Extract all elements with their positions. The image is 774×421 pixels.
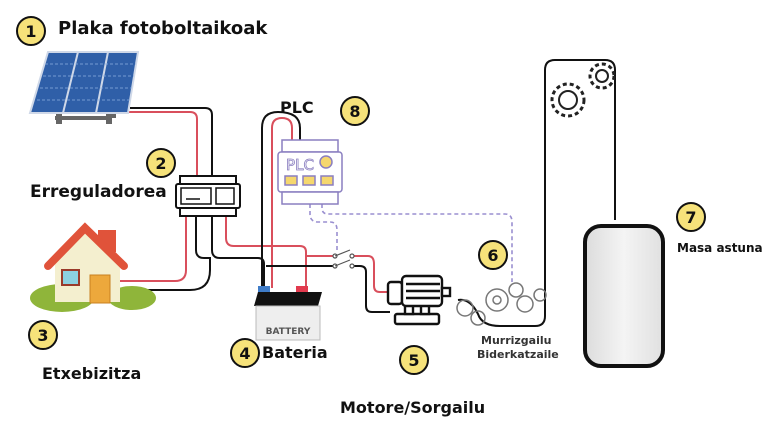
wire-controller-to-house-neg — [118, 215, 211, 291]
signal-wire-plc-to-switch — [309, 204, 338, 252]
label-charge-controller: Erreguladorea — [30, 182, 167, 202]
house-icon — [30, 222, 156, 312]
positive-wires — [118, 111, 390, 293]
label-solar-panels: Plaka fotoboltaikoak — [58, 18, 268, 39]
label-motor-generator: Motore/Sorgailu — [340, 398, 486, 417]
plc-device-text: PLC — [286, 156, 314, 174]
weight-icon — [583, 224, 665, 368]
badge-7: 7 — [676, 202, 706, 232]
wire-controller-to-house-pos — [118, 215, 187, 282]
wire-controller-to-battery-neg — [211, 215, 265, 288]
plc-icon: PLC — [277, 139, 343, 205]
badge-3: 3 — [28, 320, 58, 350]
label-house: Etxebizitza — [42, 364, 142, 383]
label-plc: PLC — [280, 98, 314, 117]
wire-switch-to-motor-pos — [306, 255, 390, 293]
negative-wires — [118, 107, 390, 313]
badge-8: 8 — [340, 96, 370, 126]
charge-controller-icon — [175, 175, 241, 217]
label-reducer-line2: Biderkatzaile — [477, 348, 559, 361]
wire-panel-to-controller-neg — [130, 107, 213, 178]
wire-battery-to-plc-neg — [261, 110, 301, 288]
switch-icon — [332, 249, 355, 269]
wire-battery-to-plc-pos — [271, 116, 293, 288]
wire-switch-to-motor-neg — [266, 265, 390, 313]
label-heavy-mass: Masa astuna — [677, 241, 763, 255]
battery-text: BATTERY — [266, 327, 311, 337]
signal-wire-plc-to-gears — [321, 204, 513, 282]
wire-controller-to-battery-pos — [225, 215, 307, 288]
badge-4: 4 — [230, 338, 260, 368]
badge-5: 5 — [399, 345, 429, 375]
badge-1: 1 — [16, 16, 46, 46]
motor-icon — [386, 274, 452, 326]
battery-icon: BATTERY — [254, 286, 322, 341]
gears-icon — [456, 59, 616, 327]
label-battery: Bateria — [262, 343, 328, 362]
wire-panel-to-controller-pos — [122, 111, 198, 178]
signal-wires — [309, 204, 513, 282]
badge-6: 6 — [478, 240, 508, 270]
label-reducer-line1: Murrizgailu — [481, 334, 552, 347]
badge-2: 2 — [146, 148, 176, 178]
solar-panel-icon — [28, 51, 140, 124]
